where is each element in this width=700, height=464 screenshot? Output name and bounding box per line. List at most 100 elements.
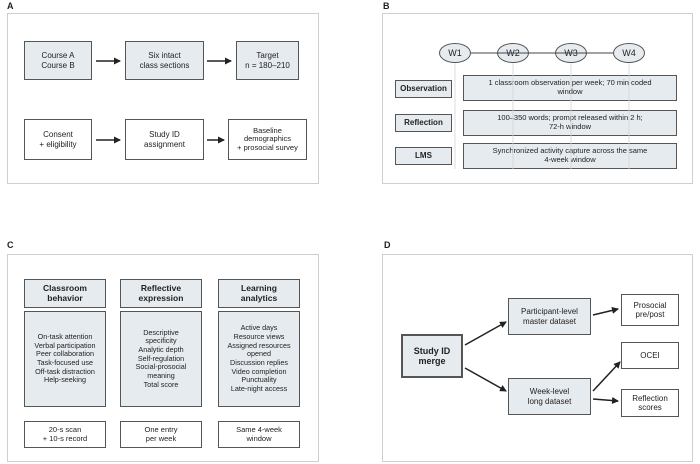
list-item: opened xyxy=(247,349,271,359)
list-item: Assigned resources xyxy=(227,340,291,350)
header-text: Learning xyxy=(241,282,277,293)
list-item: Video completion xyxy=(231,366,287,376)
column-items-reflective: Descriptive specificity Analytic depth S… xyxy=(120,311,202,407)
desc-text: 100–350 words; prompt released within 2 … xyxy=(497,113,643,123)
column-header-analytics: Learning analytics xyxy=(218,279,300,308)
box-text: Course A xyxy=(41,51,75,61)
list-item: Self-regulation xyxy=(137,353,185,363)
box-ocei: OCEI xyxy=(621,342,679,369)
header-text: behavior xyxy=(47,292,83,303)
box-consent: Consent + eligibility xyxy=(24,119,92,160)
box-text: Week-level xyxy=(529,387,570,397)
list-item: Off-task distraction xyxy=(35,366,95,376)
panel-d-label: D xyxy=(384,240,391,250)
arrow-merge-to-participant xyxy=(464,321,507,346)
box-text: Study ID xyxy=(413,345,451,356)
box-baseline: Baseline demographics + prosocial survey xyxy=(228,119,307,160)
list-item: Social-prosocial xyxy=(135,362,187,372)
box-text: Reflection xyxy=(632,393,668,403)
box-courses: Course A Course B xyxy=(24,41,92,80)
box-text: Participant-level xyxy=(521,307,578,317)
box-target: Target n = 180–210 xyxy=(236,41,299,80)
box-text: Course B xyxy=(41,60,75,70)
row-label-reflection: Reflection xyxy=(395,114,452,132)
box-text: class sections xyxy=(139,60,190,70)
desc-text: 4-week window xyxy=(544,155,596,164)
box-reflection-scores: Reflection scores xyxy=(621,389,679,417)
footer-text: per week xyxy=(145,433,177,443)
box-text: scores xyxy=(638,403,662,412)
box-text: pre/post xyxy=(635,310,665,319)
week-w4: W4 xyxy=(613,43,645,63)
box-text: demographics xyxy=(243,134,292,144)
row-label-observation: Observation xyxy=(395,80,452,98)
column-items-analytics: Active days Resource views Assigned reso… xyxy=(218,311,300,407)
list-item: Active days xyxy=(240,323,278,333)
arrow-merge-to-week xyxy=(464,367,507,392)
box-participant-dataset: Participant-level master dataset xyxy=(508,298,591,335)
box-sections: Six intact class sections xyxy=(125,41,204,80)
box-study-id: Study ID assignment xyxy=(125,119,204,160)
list-item: Punctuality xyxy=(241,375,277,385)
row-desc-lms: Synchronized activity capture across the… xyxy=(463,143,677,169)
box-text: master dataset xyxy=(523,316,576,326)
header-text: Classroom xyxy=(43,282,87,293)
arrow-week-to-reflection xyxy=(592,397,619,405)
column-footer-reflective: One entry per week xyxy=(120,421,202,448)
box-text: + eligibility xyxy=(39,139,77,149)
header-text: expression xyxy=(138,292,184,303)
box-text: Study ID xyxy=(149,130,180,140)
list-item: Resource views xyxy=(233,332,285,342)
footer-text: window xyxy=(246,433,272,443)
footer-text: One entry xyxy=(144,424,178,434)
box-prosocial: Prosocial pre/post xyxy=(621,294,679,326)
footer-text: 20-s scan xyxy=(48,424,82,434)
box-text: OCEI xyxy=(640,350,660,360)
week-w1: W1 xyxy=(439,43,471,63)
list-item: On-task attention xyxy=(37,332,93,342)
box-text: Prosocial xyxy=(633,300,667,310)
list-item: Analytic depth xyxy=(138,345,184,355)
box-week-dataset: Week-level long dataset xyxy=(508,378,591,415)
box-text: Baseline xyxy=(253,125,282,135)
panel-b-label: B xyxy=(383,1,390,11)
arrow-participant-to-prosocial xyxy=(592,306,619,316)
list-item: specificity xyxy=(145,336,177,346)
column-footer-classroom: 20-s scan + 10-s record xyxy=(24,421,106,448)
list-item: Late-night access xyxy=(230,383,288,393)
box-text: n = 180–210 xyxy=(245,60,290,70)
list-item: Total score xyxy=(143,379,179,389)
row-label-lms: LMS xyxy=(395,147,452,165)
desc-text: 72-h window xyxy=(548,122,592,131)
list-item: Task-focused use xyxy=(37,358,93,367)
column-items-classroom: On-task attention Verbal participation P… xyxy=(24,311,106,407)
footer-text: Same 4-week xyxy=(236,424,282,434)
list-item: Peer collaboration xyxy=(36,349,94,359)
box-study-id-merge: Study ID merge xyxy=(401,334,463,378)
footer-text: + 10-s record xyxy=(42,433,88,443)
box-text: merge xyxy=(418,356,446,366)
panel-c-label: C xyxy=(7,240,14,250)
list-item: Help-seeking xyxy=(44,375,86,385)
desc-text: window xyxy=(557,87,583,96)
header-text: Reflective xyxy=(140,282,182,293)
list-item: meaning xyxy=(147,370,175,380)
column-header-reflective: Reflective expression xyxy=(120,279,202,308)
panel-a-label: A xyxy=(7,1,14,11)
header-text: analytics xyxy=(240,292,278,303)
desc-text: Synchronized activity capture across the… xyxy=(492,146,648,156)
box-text: long dataset xyxy=(527,396,572,406)
list-item: Discussion replies xyxy=(230,358,288,367)
box-text: assignment xyxy=(144,139,185,149)
list-item: Verbal participation xyxy=(34,340,96,350)
box-text: Target xyxy=(256,51,279,61)
column-header-classroom: Classroom behavior xyxy=(24,279,106,308)
row-desc-observation: 1 classroom observation per week; 70 min… xyxy=(463,75,677,101)
column-footer-analytics: Same 4-week window xyxy=(218,421,300,448)
box-text: Consent xyxy=(43,130,73,140)
list-item: Descriptive xyxy=(143,327,179,337)
row-desc-reflection: 100–350 words; prompt released within 2 … xyxy=(463,110,677,136)
box-text: Six intact xyxy=(148,51,181,61)
box-text: + prosocial survey xyxy=(237,142,298,152)
